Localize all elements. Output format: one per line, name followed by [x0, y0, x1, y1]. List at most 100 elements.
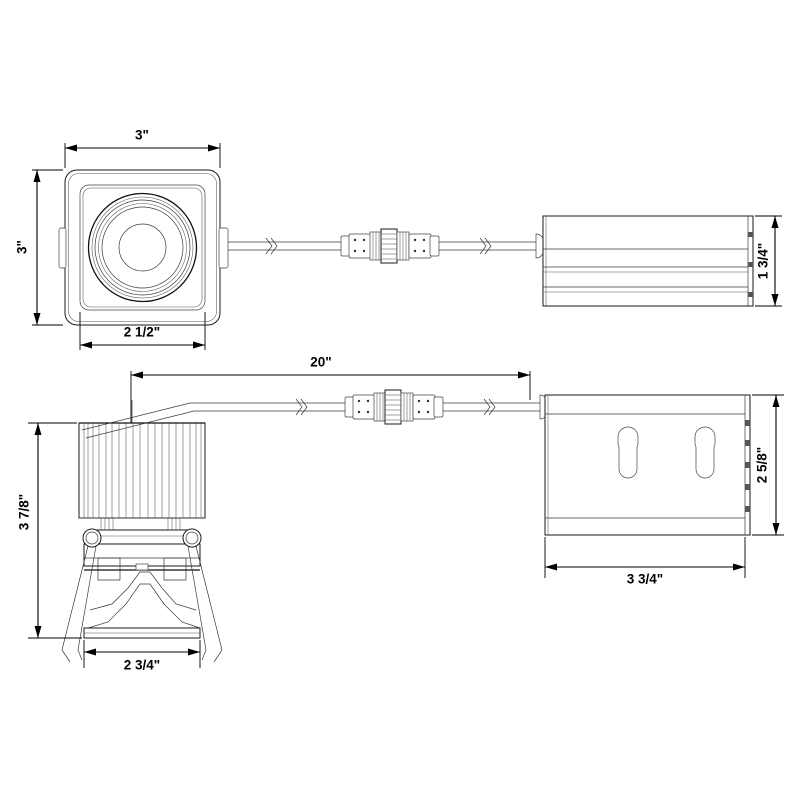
- driver-endcap-notch-1: [748, 232, 753, 237]
- spring-coil-right-inner: [185, 531, 199, 545]
- arrow-jboxheight-top: [772, 395, 780, 407]
- connector-b-dot-l3: [366, 399, 370, 403]
- arrow-trimwidth-right: [208, 144, 220, 152]
- driver-housing-body: [542, 215, 754, 307]
- connector-body-left: [348, 233, 372, 259]
- cable-break-symbol-1b: [270, 237, 278, 255]
- arrow-driverheight-top: [771, 216, 779, 228]
- jbox-notch-3: [745, 462, 750, 468]
- connector-b-dot-l4: [366, 410, 370, 414]
- cable-break-symbol-1: [265, 237, 273, 255]
- arrow-jboxwidth-left: [545, 563, 557, 571]
- trim-outer-square-inner-edge: [68, 173, 217, 322]
- jbox-notch-4: [745, 484, 750, 490]
- spring-arm-right-a: [195, 545, 223, 651]
- cable-break-symbol-2: [479, 237, 487, 255]
- connector-b-dot-r1: [417, 399, 421, 403]
- dim-label-fixture-width: 2 3/4": [124, 658, 160, 673]
- connector-b-body-right: [412, 394, 436, 420]
- reflector-left-post: [97, 557, 121, 581]
- top-driver-view: [542, 215, 754, 307]
- arrow-trimheight-bottom: [33, 313, 41, 325]
- reflector-center-tab: [135, 563, 149, 571]
- connector-b-dot-r3: [426, 399, 430, 403]
- spring-tip-right-a: [213, 649, 223, 663]
- junction-box-body: [544, 394, 751, 536]
- connector-dot-r2: [413, 249, 417, 253]
- dim-label-trim-height: 3": [15, 240, 30, 254]
- connector-dot-l3: [362, 238, 366, 242]
- connector-body-right: [408, 233, 432, 259]
- lens-ring-4: [98, 203, 187, 292]
- cable-break-symbol-2b: [484, 237, 492, 255]
- top-dimension-group: 3" 3" 2 1/2" 1 3/4": [15, 128, 782, 350]
- connector-dot-r4: [422, 249, 426, 253]
- cable-break-symbol-3b: [300, 398, 308, 416]
- quick-connector-bottom: [344, 389, 444, 425]
- connector-b-dot-r4: [426, 410, 430, 414]
- reflector-cone-upper: [89, 571, 197, 611]
- trim-inner-square-edge: [82, 187, 203, 308]
- housing-upper-band: [83, 543, 201, 567]
- spring-arm-right-b: [187, 545, 207, 651]
- arrow-jboxheight-bottom: [772, 523, 780, 535]
- arrow-fixheight-bottom: [34, 626, 42, 638]
- connector-dot-r3: [422, 238, 426, 242]
- keyhole-slot-right: [694, 426, 716, 479]
- fixture-collar: [87, 529, 197, 545]
- dim-label-trim-width: 3": [135, 128, 149, 143]
- heat-sink-lower-stubs: [100, 518, 181, 530]
- heat-sink-fins: [83, 423, 202, 518]
- spring-tip-right-b: [201, 649, 207, 661]
- cable-break-symbol-3: [295, 398, 303, 416]
- spring-tip-left-b: [77, 649, 83, 661]
- heat-sink-body: [78, 422, 206, 519]
- lead-length-dimension: 20": [130, 355, 531, 430]
- lens-ring-outer: [87, 192, 198, 303]
- connector-dot-l4: [362, 249, 366, 253]
- arrow-fixwidth-right: [188, 648, 200, 656]
- spring-arm-left-b: [77, 545, 97, 651]
- connector-b-body-left: [352, 394, 376, 420]
- dim-label-fixture-height: 3 7/8": [17, 494, 32, 530]
- connector-b-dot-l1: [357, 399, 361, 403]
- jbox-notch-5: [745, 506, 750, 512]
- arrow-driverheight-bottom: [771, 294, 779, 306]
- lens-ring-3: [94, 199, 191, 296]
- arrow-jboxwidth-right: [733, 563, 745, 571]
- connector-end-right: [429, 235, 440, 257]
- dim-label-driver-height: 1 3/4": [756, 243, 771, 279]
- top-front-view: [58, 169, 229, 326]
- top-lead-cable: [228, 228, 546, 264]
- connector-b-end-right: [433, 396, 444, 418]
- connector-dot-l2: [353, 249, 357, 253]
- spring-coil-right: [182, 528, 202, 548]
- connector-b-dot-r2: [417, 410, 421, 414]
- bottom-section-view: [61, 400, 223, 663]
- lens-center-aperture: [118, 223, 167, 272]
- spring-coil-left-inner: [85, 531, 99, 545]
- dim-label-aperture-width: 2 1/2": [124, 325, 160, 340]
- lens-ring-2: [91, 196, 194, 299]
- arrow-aperture-right: [193, 341, 205, 349]
- arrow-lead-right: [518, 371, 530, 379]
- driver-endcap-notch-2: [748, 262, 753, 267]
- bottom-lead-cable: [81, 389, 550, 439]
- arrow-aperture-left: [80, 341, 92, 349]
- bottom-dimension-group: 3 7/8" 2 3/4" 2 5/8" 3 3/4": [17, 394, 784, 673]
- arrow-fixwidth-left: [84, 648, 96, 656]
- reflector-right-post: [163, 557, 187, 581]
- dim-label-lead-length: 20": [310, 355, 331, 370]
- arrow-lead-left: [131, 371, 143, 379]
- bottom-junction-box-view: [544, 394, 751, 536]
- trim-tab-right: [218, 227, 229, 269]
- lens-ring-5: [101, 206, 184, 289]
- jbox-notch-1: [745, 420, 750, 426]
- spring-tip-left-a: [61, 649, 71, 663]
- trim-tab-left: [58, 227, 67, 269]
- connector-b-dot-l2: [357, 410, 361, 414]
- driver-endcap-notch-3: [748, 292, 753, 297]
- spring-arm-left-a: [61, 545, 89, 651]
